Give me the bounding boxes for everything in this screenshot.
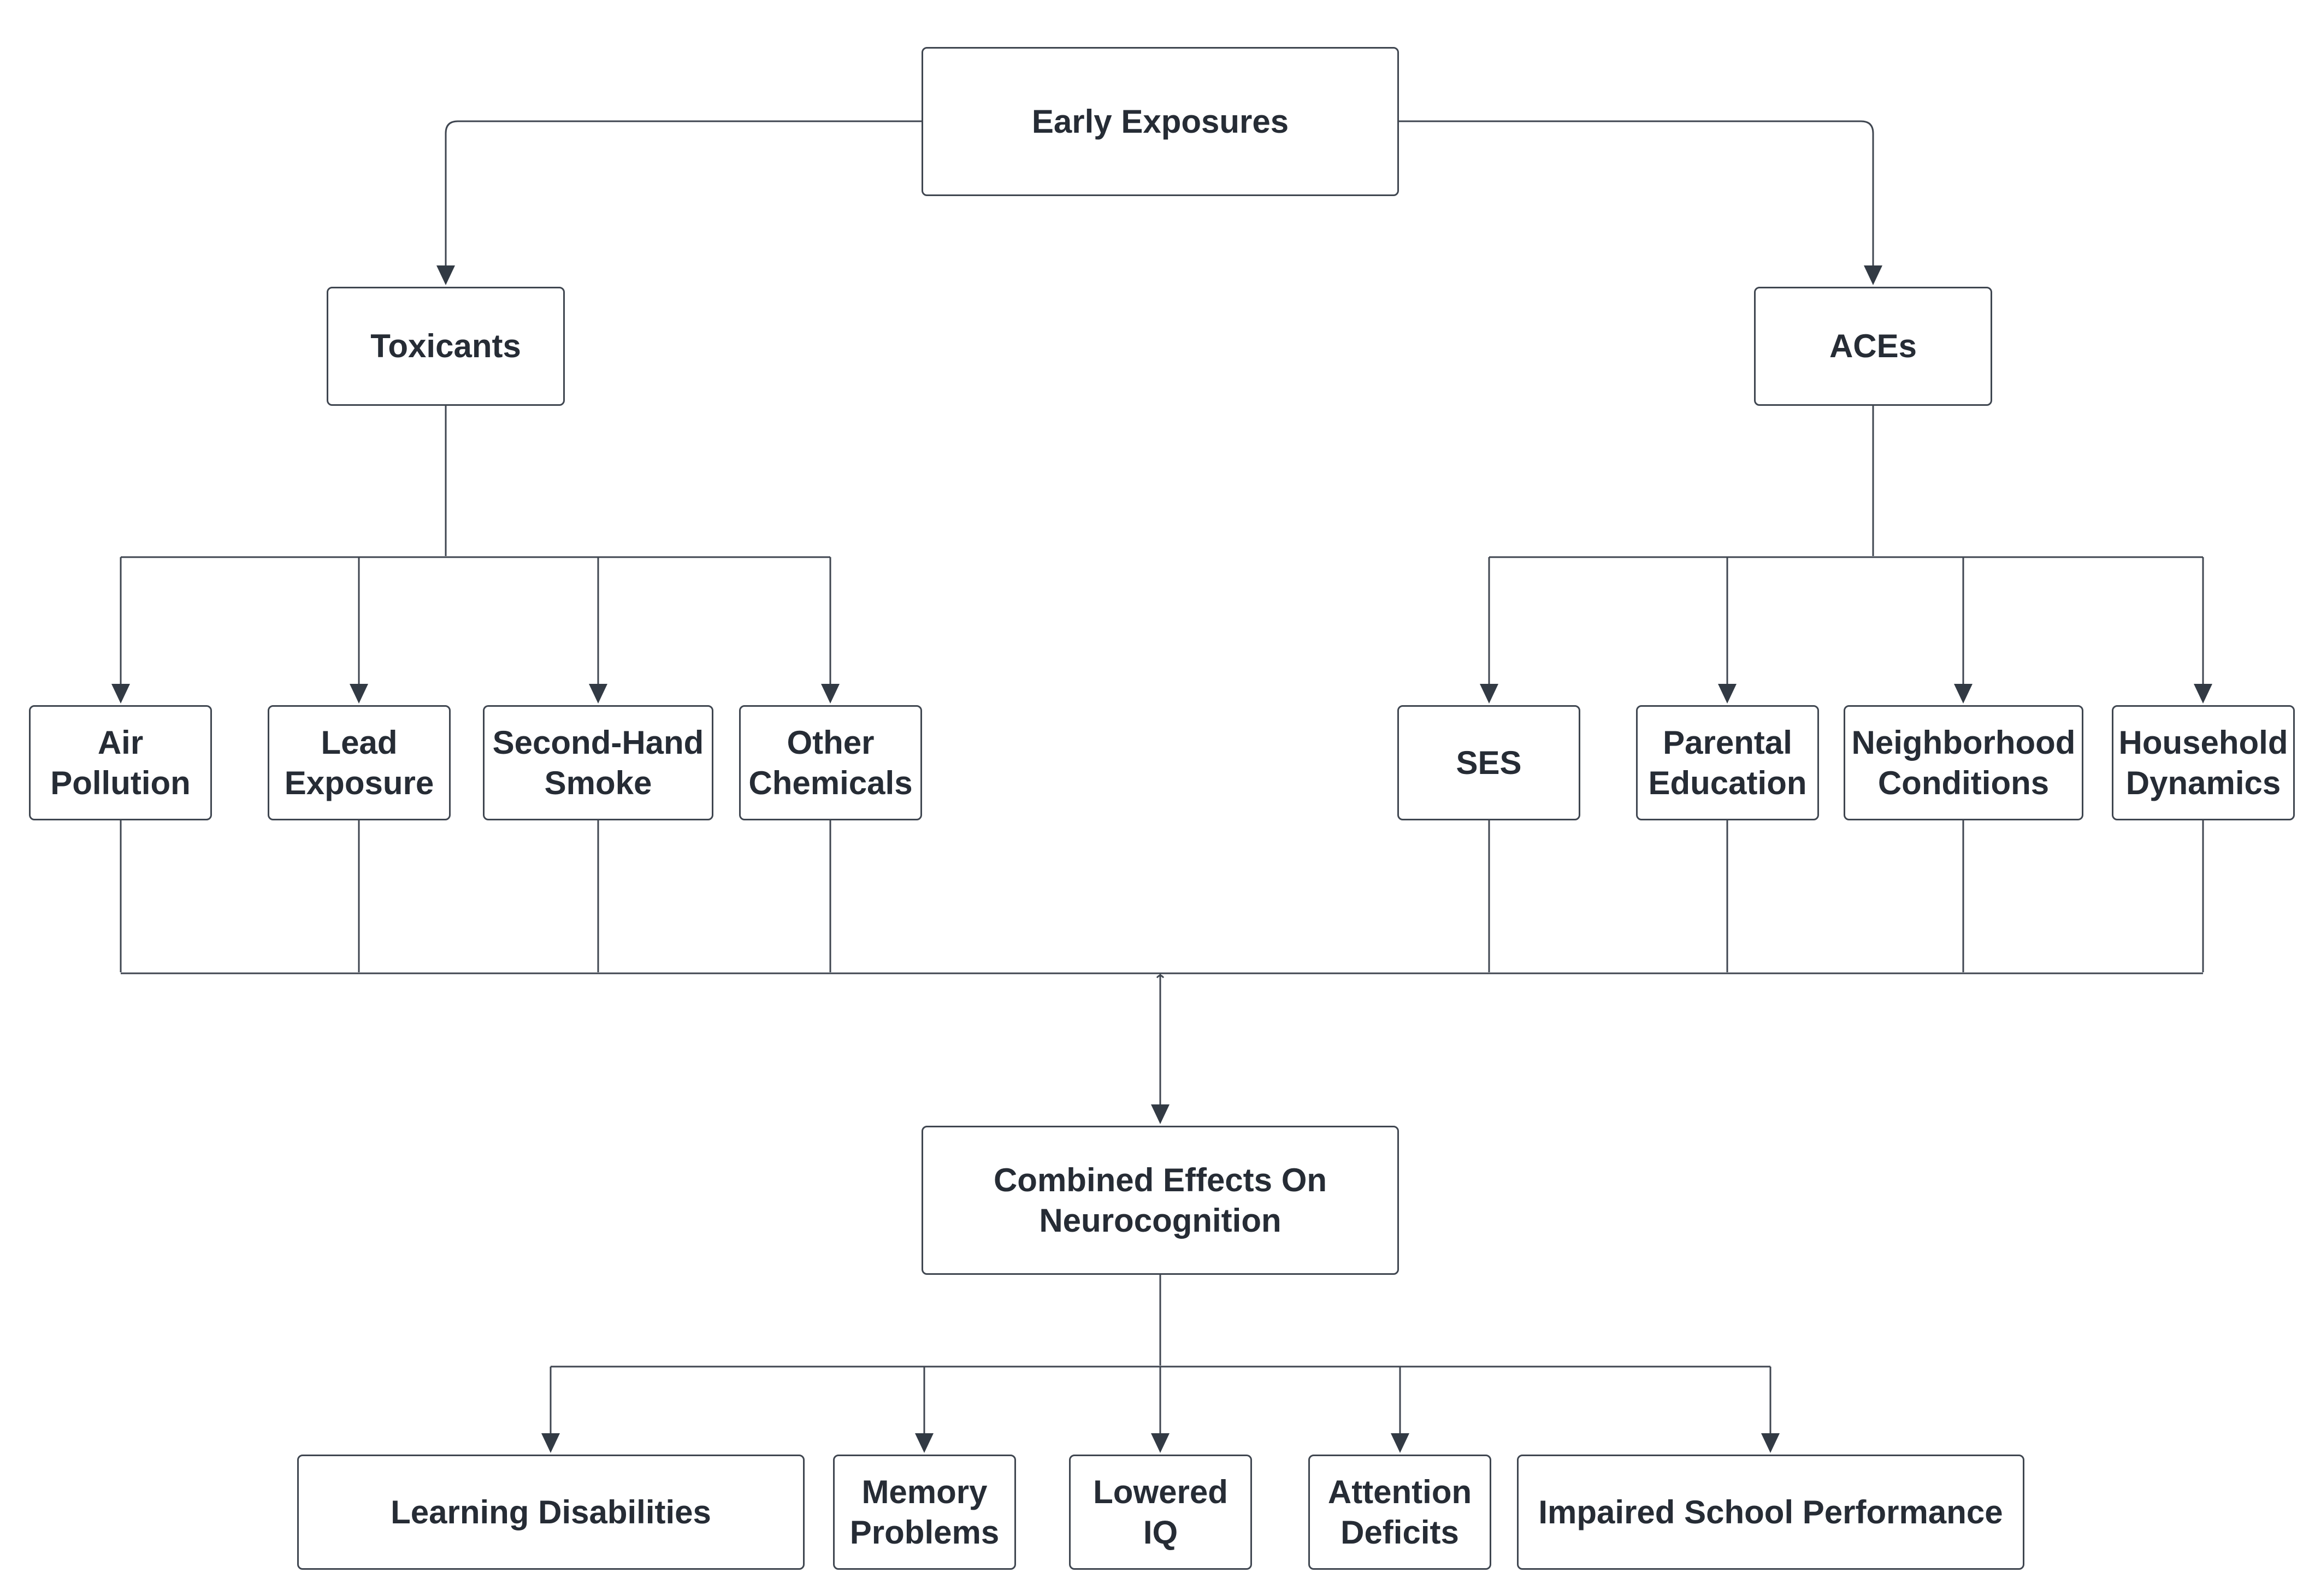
arrowhead-outcome — [915, 1433, 934, 1453]
connector-root-toxicants — [445, 120, 922, 268]
node-combined-effects: Combined Effects On Neurocognition — [922, 1126, 1399, 1275]
arrowhead-outcome — [541, 1433, 560, 1453]
arrowhead-ace-item — [1480, 684, 1498, 704]
node-lowered-iq: Lowered IQ — [1069, 1455, 1252, 1570]
node-attention-deficits: Attention Deficits — [1308, 1455, 1491, 1570]
arrowhead-outcome — [1761, 1433, 1780, 1453]
arrowhead-aces — [1864, 265, 1882, 285]
arrowhead-toxicant-item — [821, 684, 840, 704]
arrowhead-ace-item — [1954, 684, 1973, 704]
arrowhead-toxicant-item — [111, 684, 130, 704]
node-lead-exposure: Lead Exposure — [268, 705, 451, 820]
connector-root-aces — [1399, 120, 1874, 268]
arrowhead-outcome — [1391, 1433, 1409, 1453]
arrowhead-outcome — [1151, 1433, 1170, 1453]
connector-combine-join — [1156, 974, 1165, 978]
node-early-exposures: Early Exposures — [922, 47, 1399, 196]
node-memory-problems: Memory Problems — [833, 1455, 1016, 1570]
node-parental-education: Parental Education — [1636, 705, 1819, 820]
node-second-hand-smoke: Second-Hand Smoke — [483, 705, 713, 820]
arrowhead-toxicants — [436, 265, 455, 285]
arrowhead-ace-item — [1718, 684, 1737, 704]
node-toxicants: Toxicants — [327, 287, 565, 406]
node-other-chemicals: Other Chemicals — [739, 705, 922, 820]
node-neighborhood-conditions: Neighborhood Conditions — [1844, 705, 2083, 820]
arrowhead-ace-item — [2194, 684, 2212, 704]
node-household-dynamics: Household Dynamics — [2112, 705, 2295, 820]
arrowhead-combined — [1151, 1104, 1170, 1124]
node-aces: ACEs — [1754, 287, 1992, 406]
node-air-pollution: Air Pollution — [29, 705, 212, 820]
node-impaired-school-performance: Impaired School Performance — [1517, 1455, 2024, 1570]
node-ses: SES — [1397, 705, 1580, 820]
arrowhead-toxicant-item — [350, 684, 368, 704]
arrowhead-toxicant-item — [589, 684, 607, 704]
node-learning-disabilities: Learning Disabilities — [297, 1455, 805, 1570]
